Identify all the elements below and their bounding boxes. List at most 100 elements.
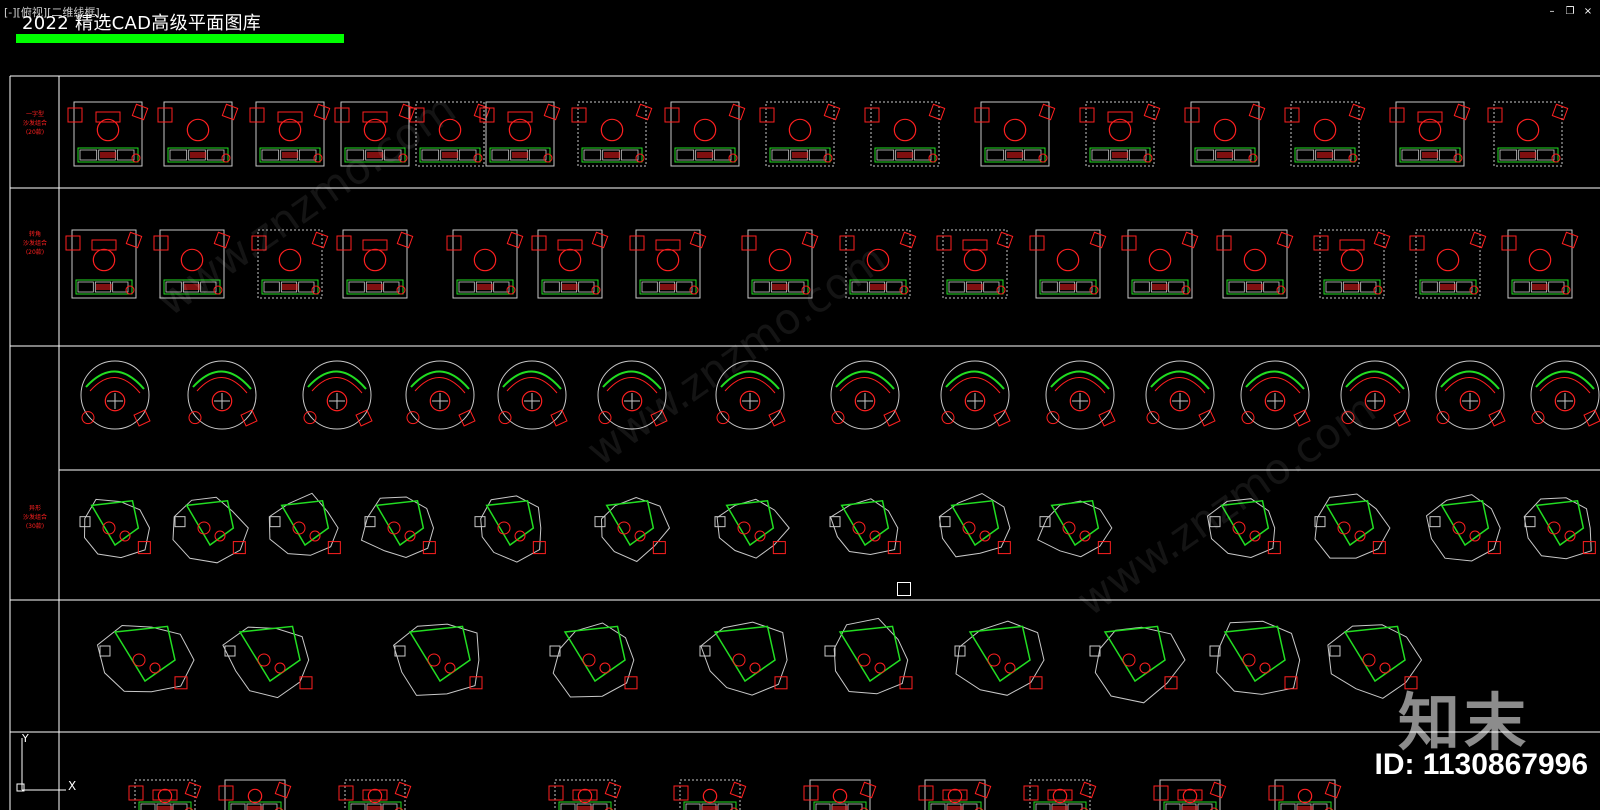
block-stroke [759,107,775,123]
sofa-block[interactable] [249,101,331,167]
sofa-block[interactable] [80,360,151,430]
sofa-block[interactable] [1530,360,1600,430]
sofa-block[interactable] [497,360,568,430]
sofa-block[interactable] [1029,229,1107,299]
block-stroke [112,281,129,293]
sofa-block[interactable] [1487,101,1569,167]
block-stroke [948,281,965,293]
sofa-block[interactable] [594,496,671,563]
sofa-block[interactable] [1340,360,1411,430]
sofa-block[interactable] [714,498,790,559]
sofa-block[interactable] [629,229,707,299]
block-stroke [292,521,306,535]
sofa-block[interactable] [334,101,416,167]
sofa-block[interactable] [1089,625,1186,704]
sofa-block[interactable] [803,779,877,810]
sofa-block[interactable] [1121,229,1199,299]
viewport-controls-label[interactable]: [-][俯视][二维线框] [4,6,100,19]
sofa-block[interactable] [360,496,436,559]
minimize-icon[interactable]: – [1549,6,1555,17]
block-stroke [950,499,1000,547]
sofa-block[interactable] [1153,779,1227,810]
sofa-block[interactable] [1284,101,1366,167]
sofa-block[interactable] [1409,229,1487,299]
sofa-block[interactable] [1501,229,1579,299]
sofa-block[interactable] [1045,360,1116,430]
sofa-block[interactable] [128,779,202,810]
sofa-block[interactable] [268,492,341,556]
sofa-block[interactable] [1216,229,1294,299]
sofa-block[interactable] [1079,101,1161,167]
sofa-block[interactable] [67,101,149,167]
sofa-block[interactable] [479,101,561,167]
sofa-block[interactable] [673,779,747,810]
sofa-block[interactable] [715,360,786,430]
sofa-block[interactable] [759,101,841,167]
sofa-block[interactable] [940,360,1011,430]
sofa-block[interactable] [699,621,788,696]
sofa-block[interactable] [79,498,151,559]
sofa-block[interactable] [218,779,292,810]
sofa-block[interactable] [187,360,258,430]
sofa-block[interactable] [302,360,373,430]
sofa-block[interactable] [1023,779,1097,810]
sofa-block[interactable] [409,101,491,167]
sofa-block[interactable] [172,496,249,564]
sofa-block[interactable] [157,101,239,167]
sofa-block[interactable] [336,229,414,299]
sofa-block[interactable] [1240,360,1311,430]
sofa-block[interactable] [393,623,483,696]
block-stroke [404,530,416,542]
sofa-block[interactable] [938,492,1011,558]
sofa-block[interactable] [1314,493,1391,559]
block-stroke [563,625,626,683]
sofa-block[interactable] [405,360,476,430]
sofa-block[interactable] [1435,360,1506,430]
sofa-block[interactable] [446,229,524,299]
sofa-block[interactable] [741,229,819,299]
sofa-block[interactable] [830,360,901,430]
sofa-block[interactable] [96,624,195,693]
block-stroke [1263,281,1280,293]
block-stroke [947,788,963,804]
sofa-block[interactable] [474,495,546,563]
block-stroke [1228,281,1245,293]
sofa-block[interactable] [864,101,946,167]
sofa-block[interactable] [65,229,143,299]
sofa-block[interactable] [548,779,622,810]
sofa-block[interactable] [1145,360,1216,430]
sofa-block[interactable] [338,779,412,810]
sofa-block[interactable] [549,622,638,698]
sofa-block[interactable] [1389,101,1471,167]
sofa-block[interactable] [839,229,917,299]
sofa-block[interactable] [829,498,901,556]
sofa-block[interactable] [954,620,1045,696]
sofa-block[interactable] [936,229,1014,299]
block-stroke [506,377,558,394]
block-stroke [255,101,325,167]
block-stroke [792,152,808,158]
sofa-block[interactable] [1268,779,1342,810]
close-icon[interactable]: × [1583,6,1593,17]
block-stroke [185,499,235,547]
sofa-block[interactable] [824,617,913,695]
sofa-block[interactable] [1206,498,1281,559]
sofa-block[interactable] [1327,624,1423,699]
sofa-block[interactable] [597,360,668,430]
sofa-block[interactable] [1523,497,1596,560]
sofa-block[interactable] [1209,620,1301,695]
sofa-block[interactable] [664,101,746,167]
sofa-block[interactable] [1313,229,1391,299]
sofa-block[interactable] [918,779,992,810]
sofa-block[interactable] [222,625,313,699]
sofa-block[interactable] [1037,499,1113,558]
sofa-block[interactable] [531,229,609,299]
sofa-block[interactable] [251,229,329,299]
restore-icon[interactable]: ❐ [1565,6,1575,17]
sofa-block[interactable] [974,101,1056,167]
sofa-block[interactable] [1425,494,1501,562]
sofa-block[interactable] [571,101,653,167]
sofa-block[interactable] [1184,101,1266,167]
sofa-block[interactable] [153,229,231,299]
